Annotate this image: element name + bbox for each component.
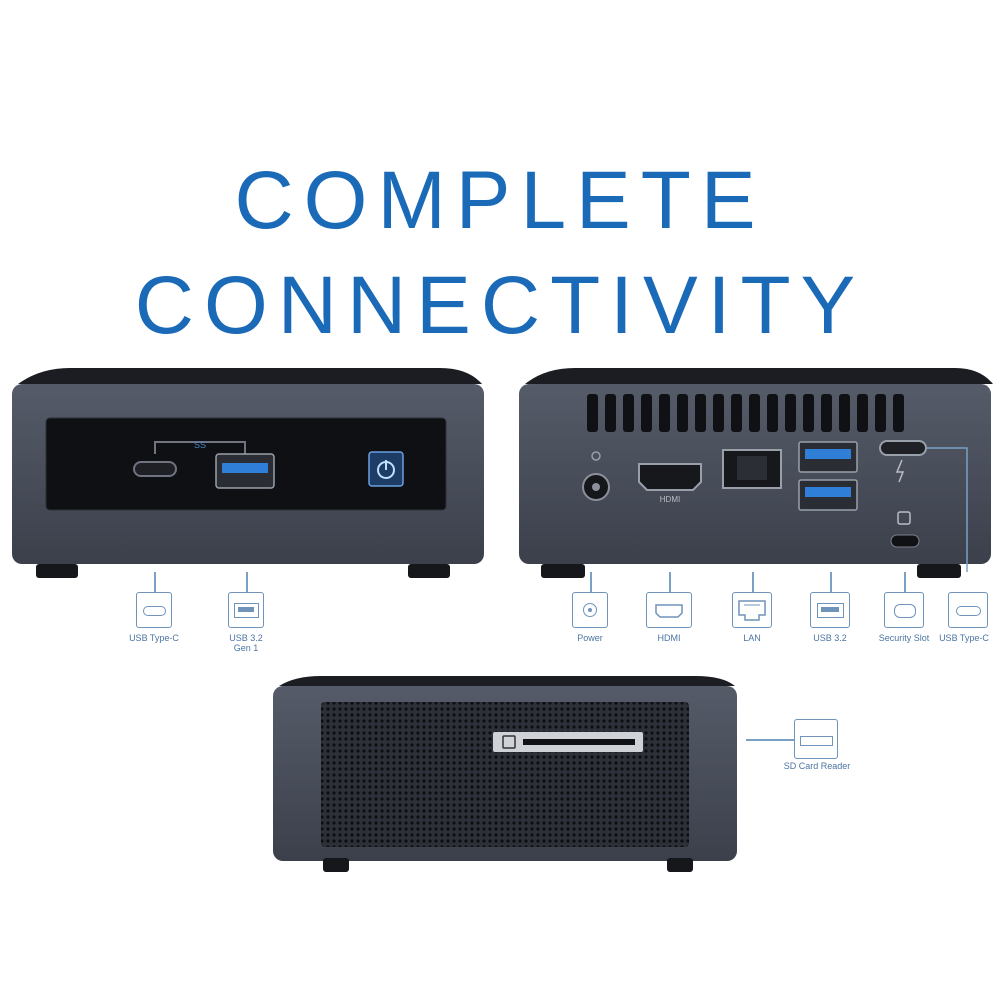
- front-usb-type-c-port: [133, 461, 177, 477]
- power-jack-icon: [572, 592, 608, 628]
- rear-hdmi-mark: HDMI: [660, 495, 680, 504]
- front-ss-mark: SS: [194, 440, 206, 450]
- rear-security-label: Security Slot: [878, 633, 930, 643]
- rear-vents: [587, 394, 904, 432]
- rear-lan-leader: [752, 572, 754, 592]
- power-button: [368, 451, 404, 487]
- rear-security-leader: [904, 572, 906, 592]
- rear-power-label: Power: [577, 633, 603, 643]
- security-slot-icon: [884, 592, 924, 628]
- lan-icon: [732, 592, 772, 628]
- rear-usb-c-label: USB Type-C: [939, 633, 989, 643]
- rear-security-slot: [890, 511, 920, 548]
- rear-usb-leader: [830, 572, 832, 592]
- rear-usb-label: USB 3.2: [813, 633, 847, 643]
- rear-power-jack: [582, 451, 610, 501]
- sd-card-reader-label: SD Card Reader: [783, 761, 851, 771]
- front-view-device: SS: [12, 368, 484, 578]
- rear-usb-a-ports: [798, 441, 858, 511]
- usb-a-icon-rear: [810, 592, 850, 628]
- front-usb-a-leader: [246, 572, 248, 592]
- headline-line-2: CONNECTIVITY: [134, 260, 866, 351]
- sd-card-slot: [493, 732, 643, 752]
- rear-lan-label: LAN: [743, 633, 761, 643]
- rear-view-device: HDMI: [519, 368, 993, 578]
- side-view-device: [273, 676, 737, 872]
- usb-type-c-icon: [136, 592, 172, 628]
- headline-line-1: COMPLETE: [234, 155, 766, 246]
- usb-type-c-icon-rear: [948, 592, 988, 628]
- rear-hdmi-port: HDMI: [638, 463, 702, 504]
- front-usb-a-port: [215, 453, 275, 489]
- front-usb-a-label: USB 3.2 Gen 1: [229, 633, 263, 653]
- rear-power-leader: [590, 572, 592, 592]
- rear-hdmi-leader: [669, 572, 671, 592]
- sd-card-reader-icon: [794, 719, 838, 759]
- sd-leader: [746, 739, 794, 741]
- hdmi-icon: [646, 592, 692, 628]
- usb-a-icon: [228, 592, 264, 628]
- rear-lan-port: [722, 449, 782, 489]
- front-usb-c-label: USB Type-C: [129, 633, 179, 643]
- rear-hdmi-label: HDMI: [657, 633, 681, 643]
- front-usb-c-leader: [154, 572, 156, 592]
